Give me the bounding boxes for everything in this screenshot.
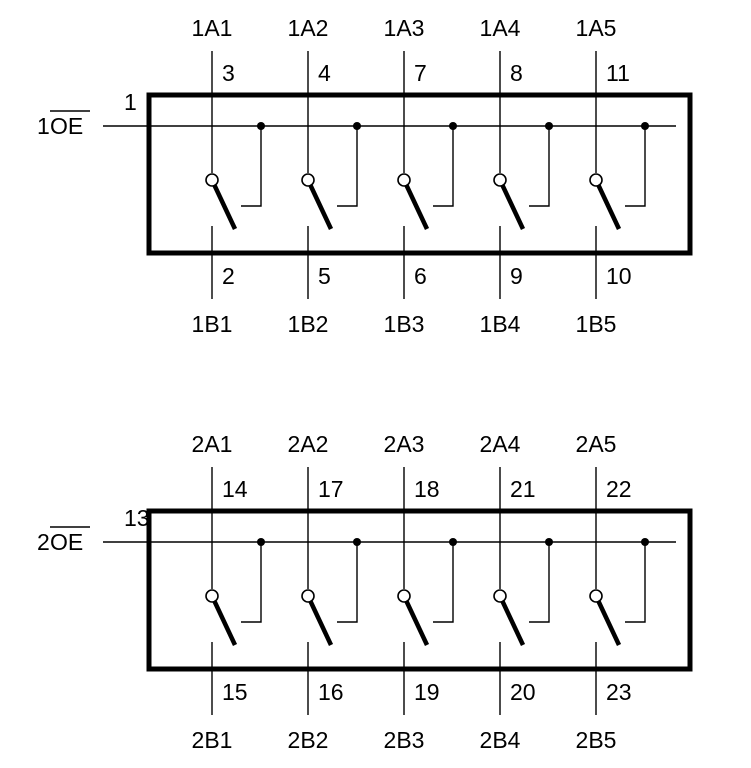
switch-pivot (397, 173, 411, 187)
b-terminal-label: 2B5 (576, 727, 617, 753)
a-pin-number: 4 (318, 60, 331, 86)
a-pin-number: 18 (414, 476, 440, 502)
switch-pivot (205, 589, 219, 603)
b-terminal-label: 1B2 (288, 311, 329, 337)
control-tap (337, 542, 358, 623)
a-terminal-label: 2A4 (480, 431, 521, 457)
b-pin-number: 6 (414, 263, 427, 289)
b-pin-number: 23 (606, 679, 632, 705)
switch-blade (593, 179, 622, 230)
a-pin-number: 21 (510, 476, 536, 502)
b-terminal-label: 1B3 (384, 311, 425, 337)
control-tap (433, 126, 454, 207)
a-pin-number: 22 (606, 476, 632, 502)
a-terminal-label: 1A2 (288, 15, 329, 41)
b-pin-number: 10 (606, 263, 632, 289)
switch-channel: 1A4 8 9 1B4 (480, 15, 553, 337)
a-terminal-label: 2A1 (192, 431, 233, 457)
control-tap (433, 542, 454, 623)
control-tap (241, 542, 262, 623)
a-terminal-label: 1A4 (480, 15, 521, 41)
switch-blade (497, 179, 526, 230)
b-terminal-label: 1B1 (192, 311, 233, 337)
switch-pivot (301, 589, 315, 603)
switch-blade (305, 595, 334, 646)
a-pin-number: 7 (414, 60, 427, 86)
a-pin-number: 14 (222, 476, 248, 502)
control-tap (625, 542, 646, 623)
b-pin-number: 5 (318, 263, 331, 289)
switch-blade (209, 179, 238, 230)
enable-label-oe: OE (50, 529, 83, 555)
b-terminal-label: 2B2 (288, 727, 329, 753)
switch-pivot (589, 589, 603, 603)
a-terminal-label: 1A1 (192, 15, 233, 41)
switch-package-box (146, 92, 693, 256)
control-tap (625, 126, 646, 207)
switch-blade (593, 595, 622, 646)
switch-channel: 2A5 22 23 2B5 (576, 431, 649, 753)
switch-pivot (493, 173, 507, 187)
a-terminal-label: 2A5 (576, 431, 617, 457)
switch-channel: 1A2 4 5 1B2 (288, 15, 361, 337)
b-pin-number: 2 (222, 263, 235, 289)
a-pin-number: 11 (606, 60, 630, 86)
switch-blade (497, 595, 526, 646)
b-terminal-label: 1B5 (576, 311, 617, 337)
b-terminal-label: 2B4 (480, 727, 521, 753)
switch-channel: 1A1 3 2 1B1 (192, 15, 265, 337)
switch-channel: 1A5 11 10 1B5 (576, 15, 649, 337)
switch-channel: 2A1 14 15 2B1 (192, 431, 265, 753)
enable-label-prefix: 1 (37, 113, 50, 139)
enable-pin-number: 1 (124, 89, 137, 115)
switch-pivot (397, 589, 411, 603)
control-tap (241, 126, 262, 207)
b-pin-number: 9 (510, 263, 523, 289)
switch-blade (401, 179, 430, 230)
a-pin-number: 17 (318, 476, 344, 502)
switch-pivot (589, 173, 603, 187)
switch-package-box (146, 508, 693, 672)
switch-pivot (205, 173, 219, 187)
switch-channel: 1A3 7 6 1B3 (384, 15, 457, 337)
switch-blade (209, 595, 238, 646)
control-tap (529, 126, 550, 207)
b-pin-number: 19 (414, 679, 440, 705)
a-terminal-label: 2A3 (384, 431, 425, 457)
switch-pivot (493, 589, 507, 603)
switch-blade (305, 179, 334, 230)
enable-pin-number: 13 (124, 505, 150, 531)
control-tap (529, 542, 550, 623)
a-pin-number: 8 (510, 60, 523, 86)
enable-label-oe: OE (50, 113, 83, 139)
switch-channel: 2A4 21 20 2B4 (480, 431, 553, 753)
b-pin-number: 16 (318, 679, 344, 705)
switch-channel: 2A3 18 19 2B3 (384, 431, 457, 753)
a-terminal-label: 1A5 (576, 15, 617, 41)
a-terminal-label: 2A2 (288, 431, 329, 457)
a-terminal-label: 1A3 (384, 15, 425, 41)
b-terminal-label: 2B1 (192, 727, 233, 753)
b-terminal-label: 2B3 (384, 727, 425, 753)
switch-pivot (301, 173, 315, 187)
switch-blade (401, 595, 430, 646)
switch-channel: 2A2 17 16 2B2 (288, 431, 361, 753)
b-terminal-label: 1B4 (480, 311, 521, 337)
control-tap (337, 126, 358, 207)
enable-label-prefix: 2 (37, 529, 50, 555)
b-pin-number: 15 (222, 679, 248, 705)
a-pin-number: 3 (222, 60, 235, 86)
b-pin-number: 20 (510, 679, 536, 705)
